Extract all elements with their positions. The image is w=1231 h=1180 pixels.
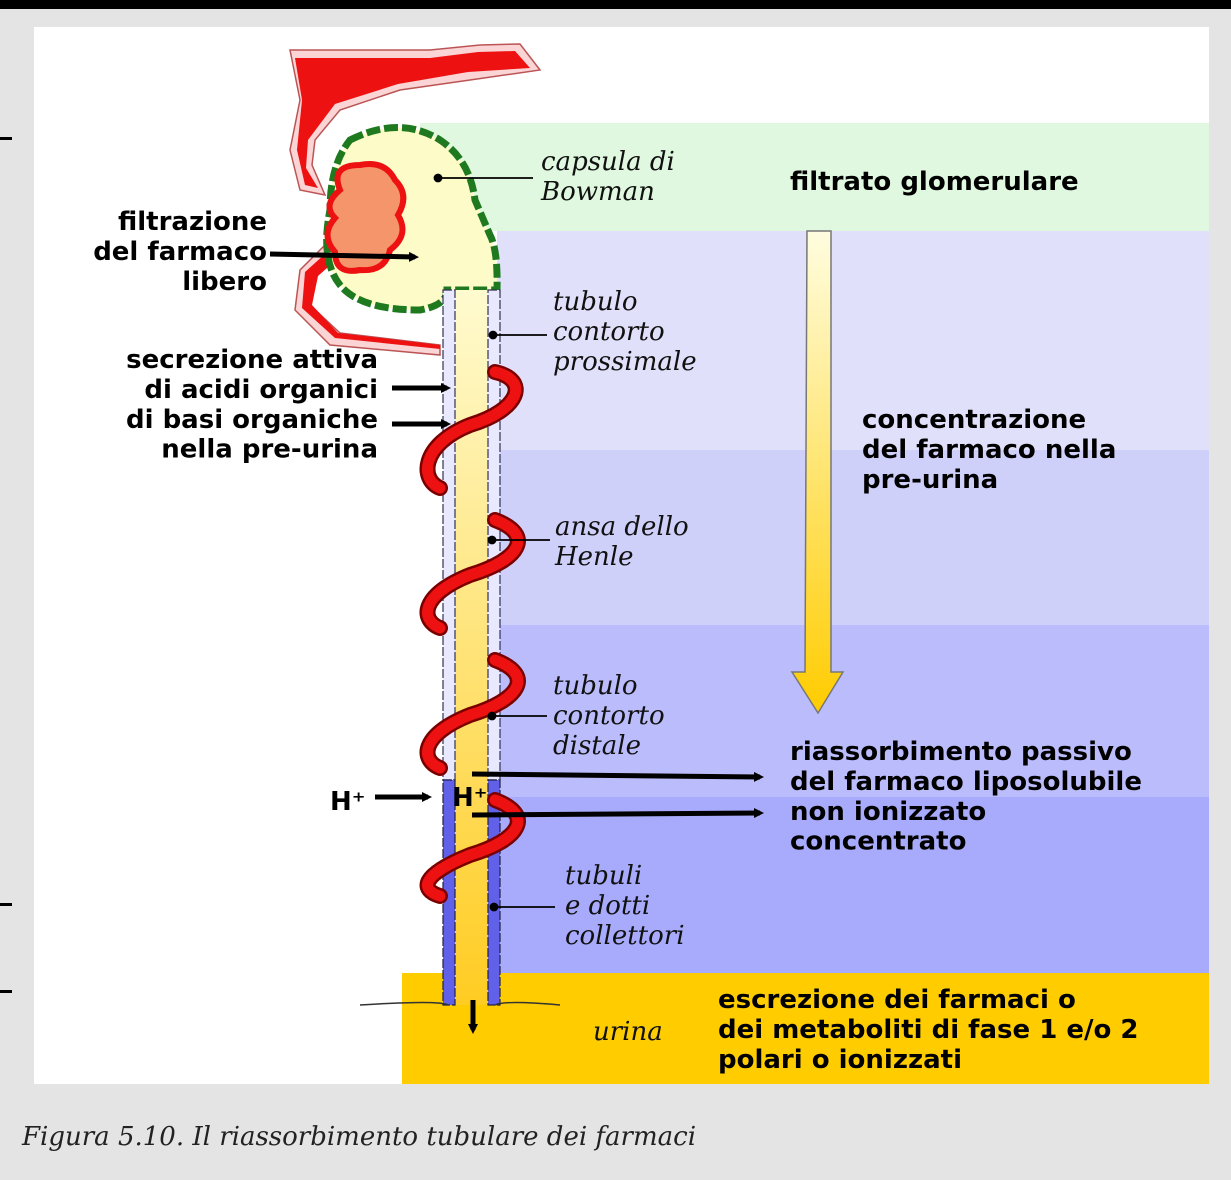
tubule-wall-right [488,290,500,1005]
label-urine: urina [593,1017,663,1047]
label-glomerular-filtrate: filtrato glomerulare [790,167,1079,197]
label-proton-outside: H⁺ [330,787,365,817]
figure-caption: Figura 5.10. Il riassorbimento tubulare … [22,1122,696,1152]
label-proton-inside: H⁺ [452,783,487,813]
tubule-lumen [452,290,492,1005]
